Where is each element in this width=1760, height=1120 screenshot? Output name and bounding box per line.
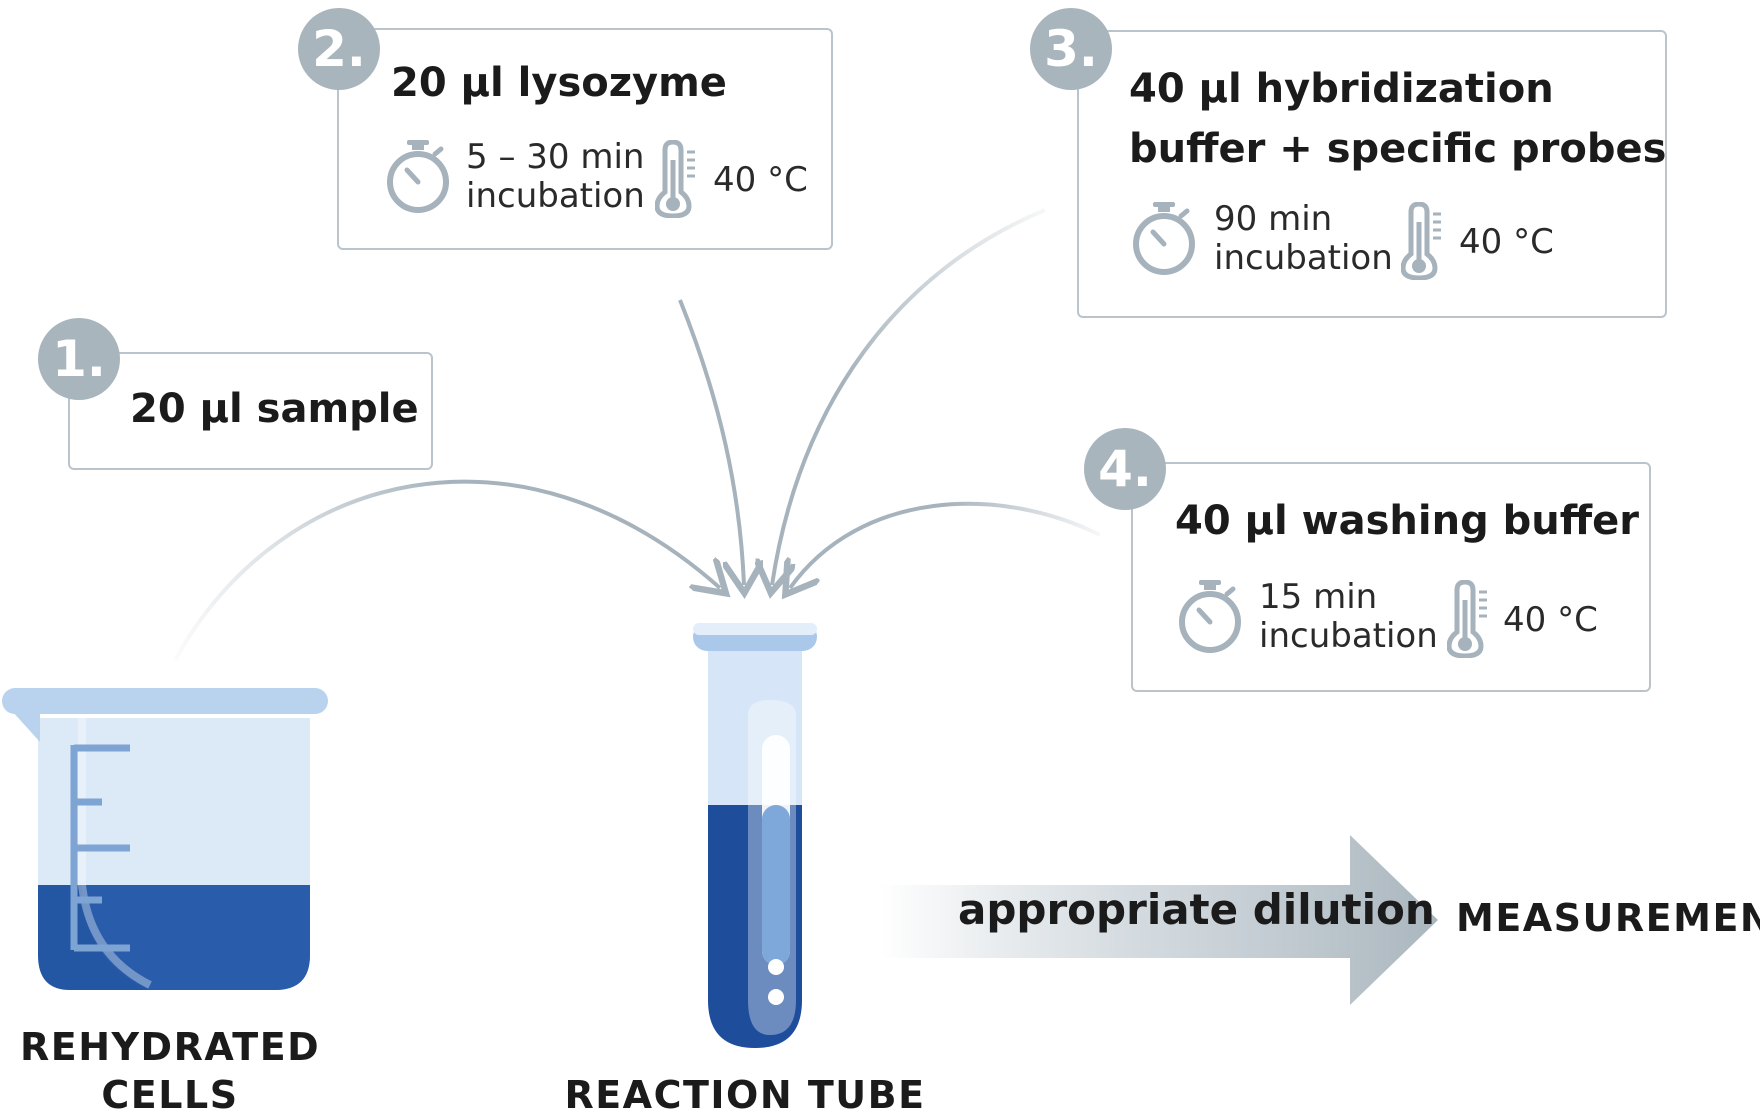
test-tube-icon — [693, 623, 817, 1048]
step-4-number: 4. — [1084, 428, 1166, 510]
thermometer-icon — [1401, 202, 1441, 280]
step-2-temperature: 40 °C — [713, 160, 808, 200]
step-3-box: 40 µl hybridization buffer + specific pr… — [1077, 30, 1667, 318]
step-2-time-line-2: incubation — [466, 176, 645, 216]
step-1-box: 20 µl sample — [68, 352, 433, 470]
dilution-label: appropriate dilution — [958, 885, 1435, 934]
step-2-title: 20 µl lysozyme — [391, 60, 727, 106]
beaker-label-line-1: REHYDRATED — [20, 1025, 321, 1069]
thermometer-icon — [1447, 580, 1487, 658]
measurement-label: MEASUREMENT — [1456, 896, 1760, 940]
step-2-number: 2. — [298, 8, 380, 90]
arrow-step-3 — [772, 208, 1046, 585]
step-4-title: 40 µl washing buffer — [1175, 498, 1640, 544]
arrow-step-1 — [173, 479, 720, 661]
step-4-temperature: 40 °C — [1503, 600, 1598, 640]
step-4-time-line-2: incubation — [1259, 616, 1438, 656]
beaker-icon — [2, 688, 328, 990]
step-3-time-line-1: 90 min — [1214, 199, 1333, 239]
tube-label: REACTION TUBE — [564, 1073, 926, 1117]
stopwatch-icon — [1179, 580, 1241, 653]
step-2-time-line-1: 5 – 30 min — [466, 137, 645, 177]
step-2-box: 20 µl lysozyme 5 – 30 min incubation 40 … — [337, 28, 833, 250]
step-3-title-line-1: 40 µl hybridization — [1129, 66, 1554, 112]
step-3-temperature: 40 °C — [1459, 222, 1554, 262]
step-4-box: 40 µl washing buffer 15 min incubation 4… — [1131, 462, 1651, 692]
arrow-step-4 — [790, 501, 1101, 588]
dilution-arrow — [880, 835, 1438, 1005]
thermometer-icon — [655, 140, 695, 218]
step-3-number: 3. — [1030, 8, 1112, 90]
step-3-time-line-2: incubation — [1214, 238, 1393, 278]
beaker-label-line-2: CELLS — [101, 1073, 239, 1117]
step-4-time-line-1: 15 min — [1259, 577, 1378, 617]
step-1-title: 20 µl sample — [130, 386, 419, 432]
arrow-step-2 — [678, 299, 744, 585]
stopwatch-icon — [387, 140, 449, 213]
step-3-title-line-2: buffer + specific probes — [1129, 126, 1667, 172]
step-1-number: 1. — [38, 318, 120, 400]
stopwatch-icon — [1133, 202, 1195, 275]
